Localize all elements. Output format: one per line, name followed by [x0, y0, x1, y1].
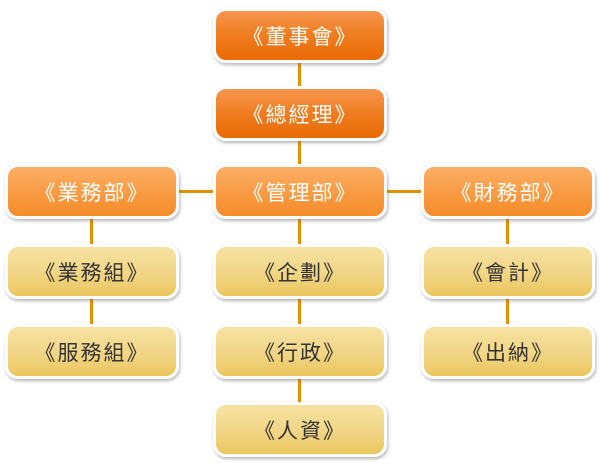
- connector-sales-dept-admin-dept: [179, 190, 213, 193]
- connector-administration-hr: [298, 379, 301, 402]
- connector-sales-team-service-team: [90, 299, 93, 324]
- org-node-admin-dept: 《管理部》: [213, 164, 387, 219]
- connector-planning-administration: [298, 299, 301, 324]
- org-node-accounting: 《會計》: [421, 244, 595, 299]
- connector-admin-dept-planning: [298, 219, 301, 244]
- org-node-board-label: 《董事會》: [242, 24, 358, 49]
- org-node-service-team-label: 《服務組》: [34, 340, 150, 365]
- org-node-hr-label: 《人資》: [254, 418, 346, 443]
- org-node-planning: 《企劃》: [213, 244, 387, 299]
- org-node-general-manager-label: 《總經理》: [242, 102, 358, 127]
- connector-board-gm: [298, 63, 301, 86]
- org-node-accounting-label: 《會計》: [462, 260, 554, 285]
- org-node-sales-team-label: 《業務組》: [34, 260, 150, 285]
- org-node-administration: 《行政》: [213, 324, 387, 379]
- connector-finance-dept-accounting: [506, 219, 509, 244]
- org-node-sales-dept: 《業務部》: [5, 164, 179, 219]
- connector-admin-dept-finance-dept: [387, 190, 421, 193]
- org-node-hr: 《人資》: [213, 402, 387, 457]
- org-node-admin-dept-label: 《管理部》: [242, 180, 358, 205]
- org-node-sales-team: 《業務組》: [5, 244, 179, 299]
- org-node-service-team: 《服務組》: [5, 324, 179, 379]
- connector-gm-admin-dept: [298, 141, 301, 164]
- connector-sales-dept-sales-team: [90, 219, 93, 244]
- org-node-cashier-label: 《出納》: [462, 340, 554, 365]
- org-node-cashier: 《出納》: [421, 324, 595, 379]
- org-node-planning-label: 《企劃》: [254, 260, 346, 285]
- connector-accounting-cashier: [506, 299, 509, 324]
- org-node-finance-dept-label: 《財務部》: [450, 180, 566, 205]
- org-node-board: 《董事會》: [213, 8, 387, 63]
- org-node-administration-label: 《行政》: [254, 340, 346, 365]
- org-node-general-manager: 《總經理》: [213, 86, 387, 141]
- org-node-sales-dept-label: 《業務部》: [34, 180, 150, 205]
- org-node-finance-dept: 《財務部》: [421, 164, 595, 219]
